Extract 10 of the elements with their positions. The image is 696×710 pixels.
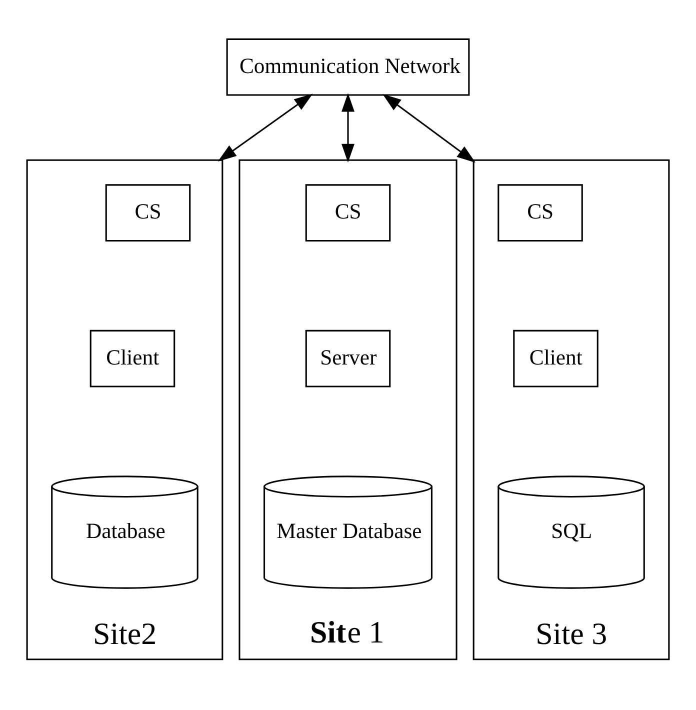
arrow <box>382 94 476 162</box>
node-box: Server <box>305 329 391 387</box>
arrow <box>341 92 355 162</box>
node-box: CS <box>498 184 583 242</box>
node-box: Communication Network <box>226 38 470 96</box>
node-box: Client <box>90 329 176 387</box>
arrow <box>218 93 313 161</box>
node-box: CS <box>105 184 191 242</box>
node-box: Client <box>513 329 598 387</box>
node-box: CS <box>305 184 391 242</box>
